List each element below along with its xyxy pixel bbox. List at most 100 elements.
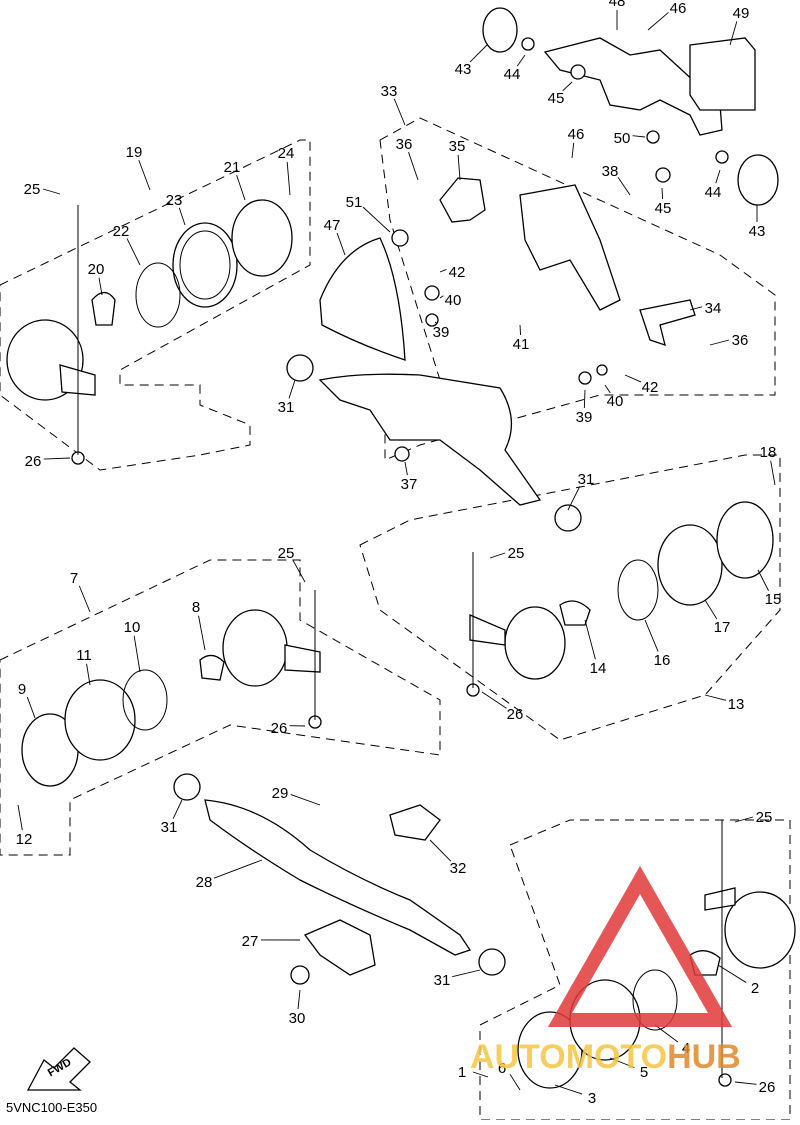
leader-line: [79, 586, 90, 612]
leader-line: [625, 375, 641, 382]
leader-line: [633, 136, 645, 137]
lens-ring-11: [65, 680, 135, 760]
leader-line: [520, 325, 521, 335]
fwd-arrow: FWD: [28, 1048, 90, 1090]
callout-26: 26: [507, 706, 524, 723]
callout-38: 38: [602, 163, 619, 180]
callout-13: 13: [728, 696, 745, 713]
bolt-39-b: [579, 372, 591, 384]
leader-line: [363, 207, 390, 232]
leader-line: [705, 695, 726, 700]
flasher-housing-7: [223, 610, 287, 686]
gasket-22: [136, 263, 180, 327]
leader-line: [409, 152, 418, 180]
callout-1: 1: [458, 1064, 466, 1081]
callout-31: 31: [278, 399, 295, 416]
lens-21: [232, 200, 292, 276]
callout-45: 45: [655, 200, 672, 217]
leader-line: [517, 55, 525, 66]
grommet-31-c: [174, 774, 200, 800]
grommet-31-d: [479, 949, 505, 975]
bracket-35: [440, 178, 485, 222]
callout-35: 35: [449, 138, 466, 155]
grommet-31-b: [555, 505, 581, 531]
leader-line: [585, 620, 595, 659]
callout-27: 27: [242, 933, 259, 950]
callout-19: 19: [126, 144, 143, 161]
leader-line: [771, 461, 775, 485]
callout-25: 25: [756, 809, 773, 826]
callout-40: 40: [445, 292, 462, 309]
callout-30: 30: [289, 1010, 306, 1027]
nut-44-top: [522, 38, 534, 50]
leader-line: [214, 860, 262, 878]
callout-31: 31: [434, 972, 451, 989]
callout-39: 39: [433, 324, 450, 341]
callout-48: 48: [609, 0, 626, 10]
leader-line: [405, 462, 407, 475]
callout-11: 11: [76, 647, 92, 664]
watermark-text: AUTOMOTOHUB: [470, 1038, 741, 1076]
leader-line: [648, 12, 668, 30]
leader-line: [127, 239, 140, 265]
leader-line: [27, 697, 35, 718]
callout-21: 21: [224, 159, 241, 176]
callout-26: 26: [271, 720, 288, 737]
nut-50: [647, 131, 659, 143]
washer-40-a: [425, 286, 439, 300]
leader-line: [470, 45, 487, 62]
callout-40: 40: [607, 393, 624, 410]
leader-line: [199, 616, 205, 650]
bulb-8: [200, 655, 224, 680]
leader-line: [298, 990, 300, 1009]
leader-line: [662, 188, 663, 199]
callout-42: 42: [642, 379, 659, 396]
leader-line: [510, 1074, 520, 1090]
callout-43: 43: [455, 61, 472, 78]
callout-42: 42: [449, 264, 466, 281]
callout-7: 7: [70, 570, 78, 587]
watermark-word-accent: HUB: [667, 1038, 741, 1076]
gasket-16: [618, 560, 658, 620]
leader-line: [605, 385, 610, 393]
leader-line: [440, 296, 443, 298]
callout-12: 12: [16, 831, 33, 848]
callout-14: 14: [590, 660, 607, 677]
leader-line: [237, 175, 245, 200]
leader-line: [134, 636, 140, 672]
callout-25: 25: [278, 545, 295, 562]
callout-24: 24: [278, 145, 295, 162]
leader-line: [735, 1082, 757, 1084]
leader-line: [705, 600, 717, 619]
callout-37: 37: [401, 476, 418, 493]
callout-51: 51: [346, 194, 363, 211]
callout-47: 47: [324, 217, 341, 234]
callout-8: 8: [192, 599, 200, 616]
leader-line: [43, 189, 60, 194]
callout-44: 44: [705, 184, 722, 201]
mud-flap-47: [320, 238, 405, 360]
reflector-43-right: [738, 155, 778, 205]
lens-ring-17: [658, 525, 722, 605]
grommet-31-a: [287, 355, 313, 381]
callout-33: 33: [381, 83, 398, 100]
leader-line: [572, 143, 574, 158]
reflector-43-top: [483, 8, 517, 52]
grommet-51: [392, 230, 408, 246]
leader-line: [287, 162, 290, 195]
leader-line: [555, 1085, 582, 1094]
bracket-27: [305, 920, 375, 975]
leader-line: [645, 620, 658, 652]
leader-line: [716, 170, 720, 183]
bulb-20: [92, 293, 115, 326]
callout-25: 25: [24, 181, 41, 198]
leader-line: [710, 340, 729, 345]
callout-10: 10: [124, 619, 141, 636]
callout-31: 31: [161, 819, 178, 836]
washer-40-b: [597, 365, 607, 375]
callout-34: 34: [705, 300, 722, 317]
callout-41: 41: [513, 336, 530, 353]
lens-15: [717, 502, 773, 578]
flasher-stem-1: [705, 888, 735, 910]
